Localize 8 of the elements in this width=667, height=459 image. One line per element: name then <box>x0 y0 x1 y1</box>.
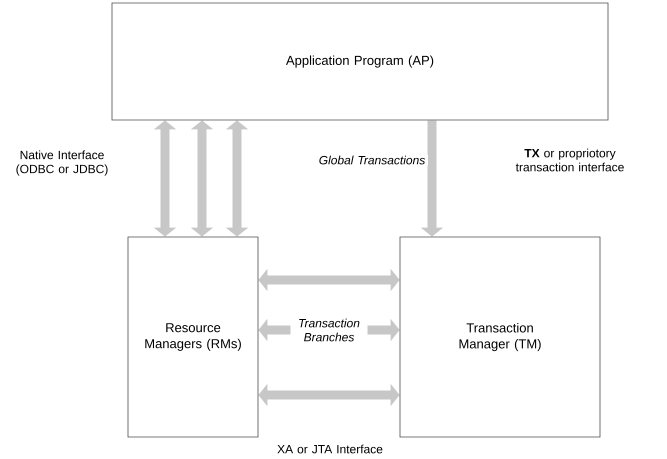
edge-label: Native Interface (ODBC or JDBC) <box>6 149 118 177</box>
interface-label: TX or propriotory transaction interface <box>516 148 624 172</box>
process-box: Transaction Manager (TM) <box>400 236 600 438</box>
process-box: Resource Managers (RMs) <box>128 236 258 438</box>
interface-label: XA or JTA Interface <box>277 444 382 454</box>
edge-label: Global Transactions <box>316 154 428 166</box>
edge-label: Transaction Branches <box>290 318 368 342</box>
process-box: Application Program (AP) <box>112 2 608 120</box>
